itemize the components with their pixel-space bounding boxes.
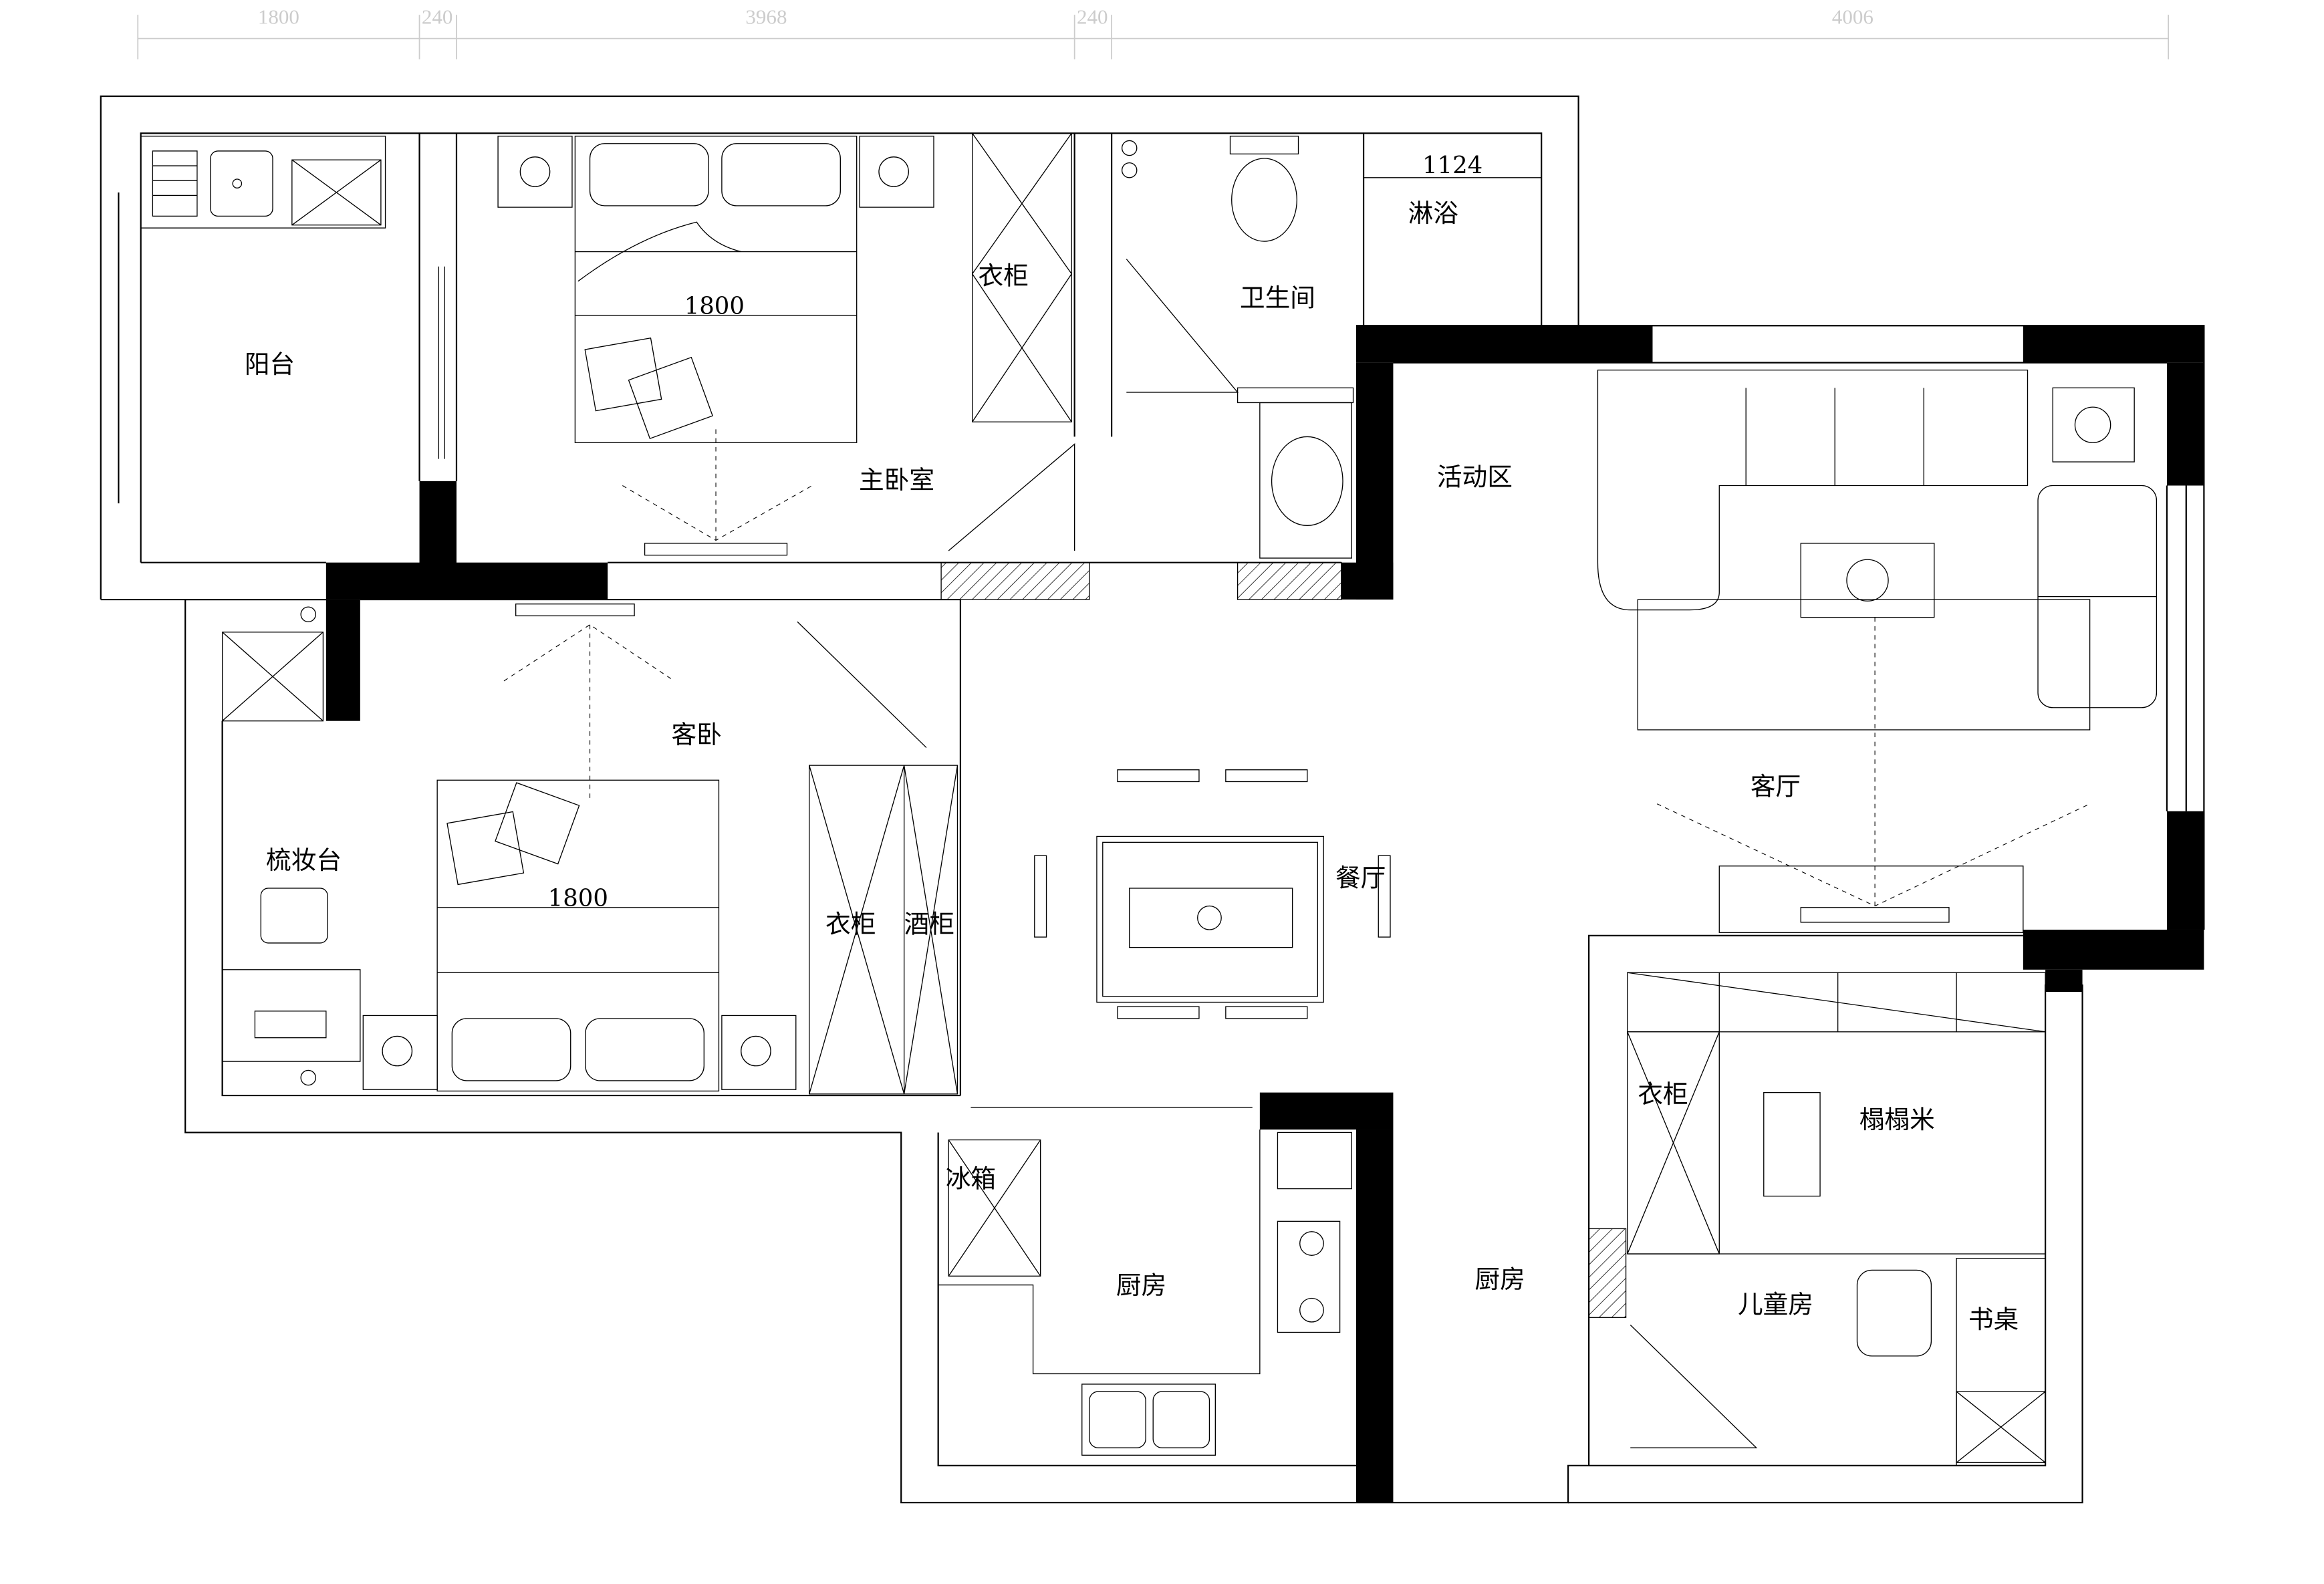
balcony-counter <box>140 136 445 459</box>
label-desk: 书桌 <box>1968 1305 2019 1334</box>
shower-width: 1124 <box>1422 152 1482 179</box>
room-label-dining-room: 餐厅 <box>1335 864 1386 893</box>
room-label-balcony: 阳台 <box>245 350 295 379</box>
label-kids-wardrobe: 衣柜 <box>1638 1079 1688 1109</box>
dim-label: 240 <box>1077 5 1108 28</box>
room-label-shower: 淋浴 <box>1408 199 1458 228</box>
dim-label: 1800 <box>258 5 299 28</box>
label-fridge: 冰箱 <box>946 1164 996 1193</box>
room-label-guest-bedroom: 客卧 <box>672 720 722 749</box>
room-label-kitchen: 厨房 <box>1116 1271 1166 1300</box>
kids-room-furniture <box>1627 972 2046 1466</box>
sofa <box>1597 370 2158 934</box>
label-wine-cabinet: 酒柜 <box>904 909 954 938</box>
room-label-master-bedroom: 主卧室 <box>859 465 934 495</box>
guest-bedroom-furniture <box>221 604 958 1095</box>
top-dimension-line: 1800 240 3968 240 4006 <box>137 5 2170 59</box>
master-wardrobe <box>948 132 1075 551</box>
kitchen-fixtures <box>938 1107 1353 1456</box>
room-label-kids-room: 儿童房 <box>1738 1290 1813 1319</box>
label-master-wardrobe: 衣柜 <box>979 261 1029 290</box>
room-label-kitchen-2: 厨房 <box>1474 1265 1525 1294</box>
label-guest-wardrobe: 衣柜 <box>825 909 876 938</box>
bathroom-fixtures <box>1121 136 1542 559</box>
guest-bed-width: 1800 <box>548 885 608 912</box>
dining-table <box>1034 769 1391 1019</box>
dim-label: 3968 <box>745 5 787 28</box>
master-bed-width: 1800 <box>684 293 745 320</box>
room-label-activity-area: 活动区 <box>1437 463 1513 492</box>
label-tatami: 榻榻米 <box>1859 1105 1935 1134</box>
room-label-living-room: 客厅 <box>1751 771 1801 801</box>
label-dressing-table: 梳妆台 <box>266 845 342 875</box>
dim-label: 240 <box>422 5 453 28</box>
structural-walls <box>326 325 2204 1503</box>
dim-label: 4006 <box>1832 5 1874 28</box>
master-bed <box>497 136 934 556</box>
room-label-bathroom: 卫生间 <box>1240 283 1315 313</box>
